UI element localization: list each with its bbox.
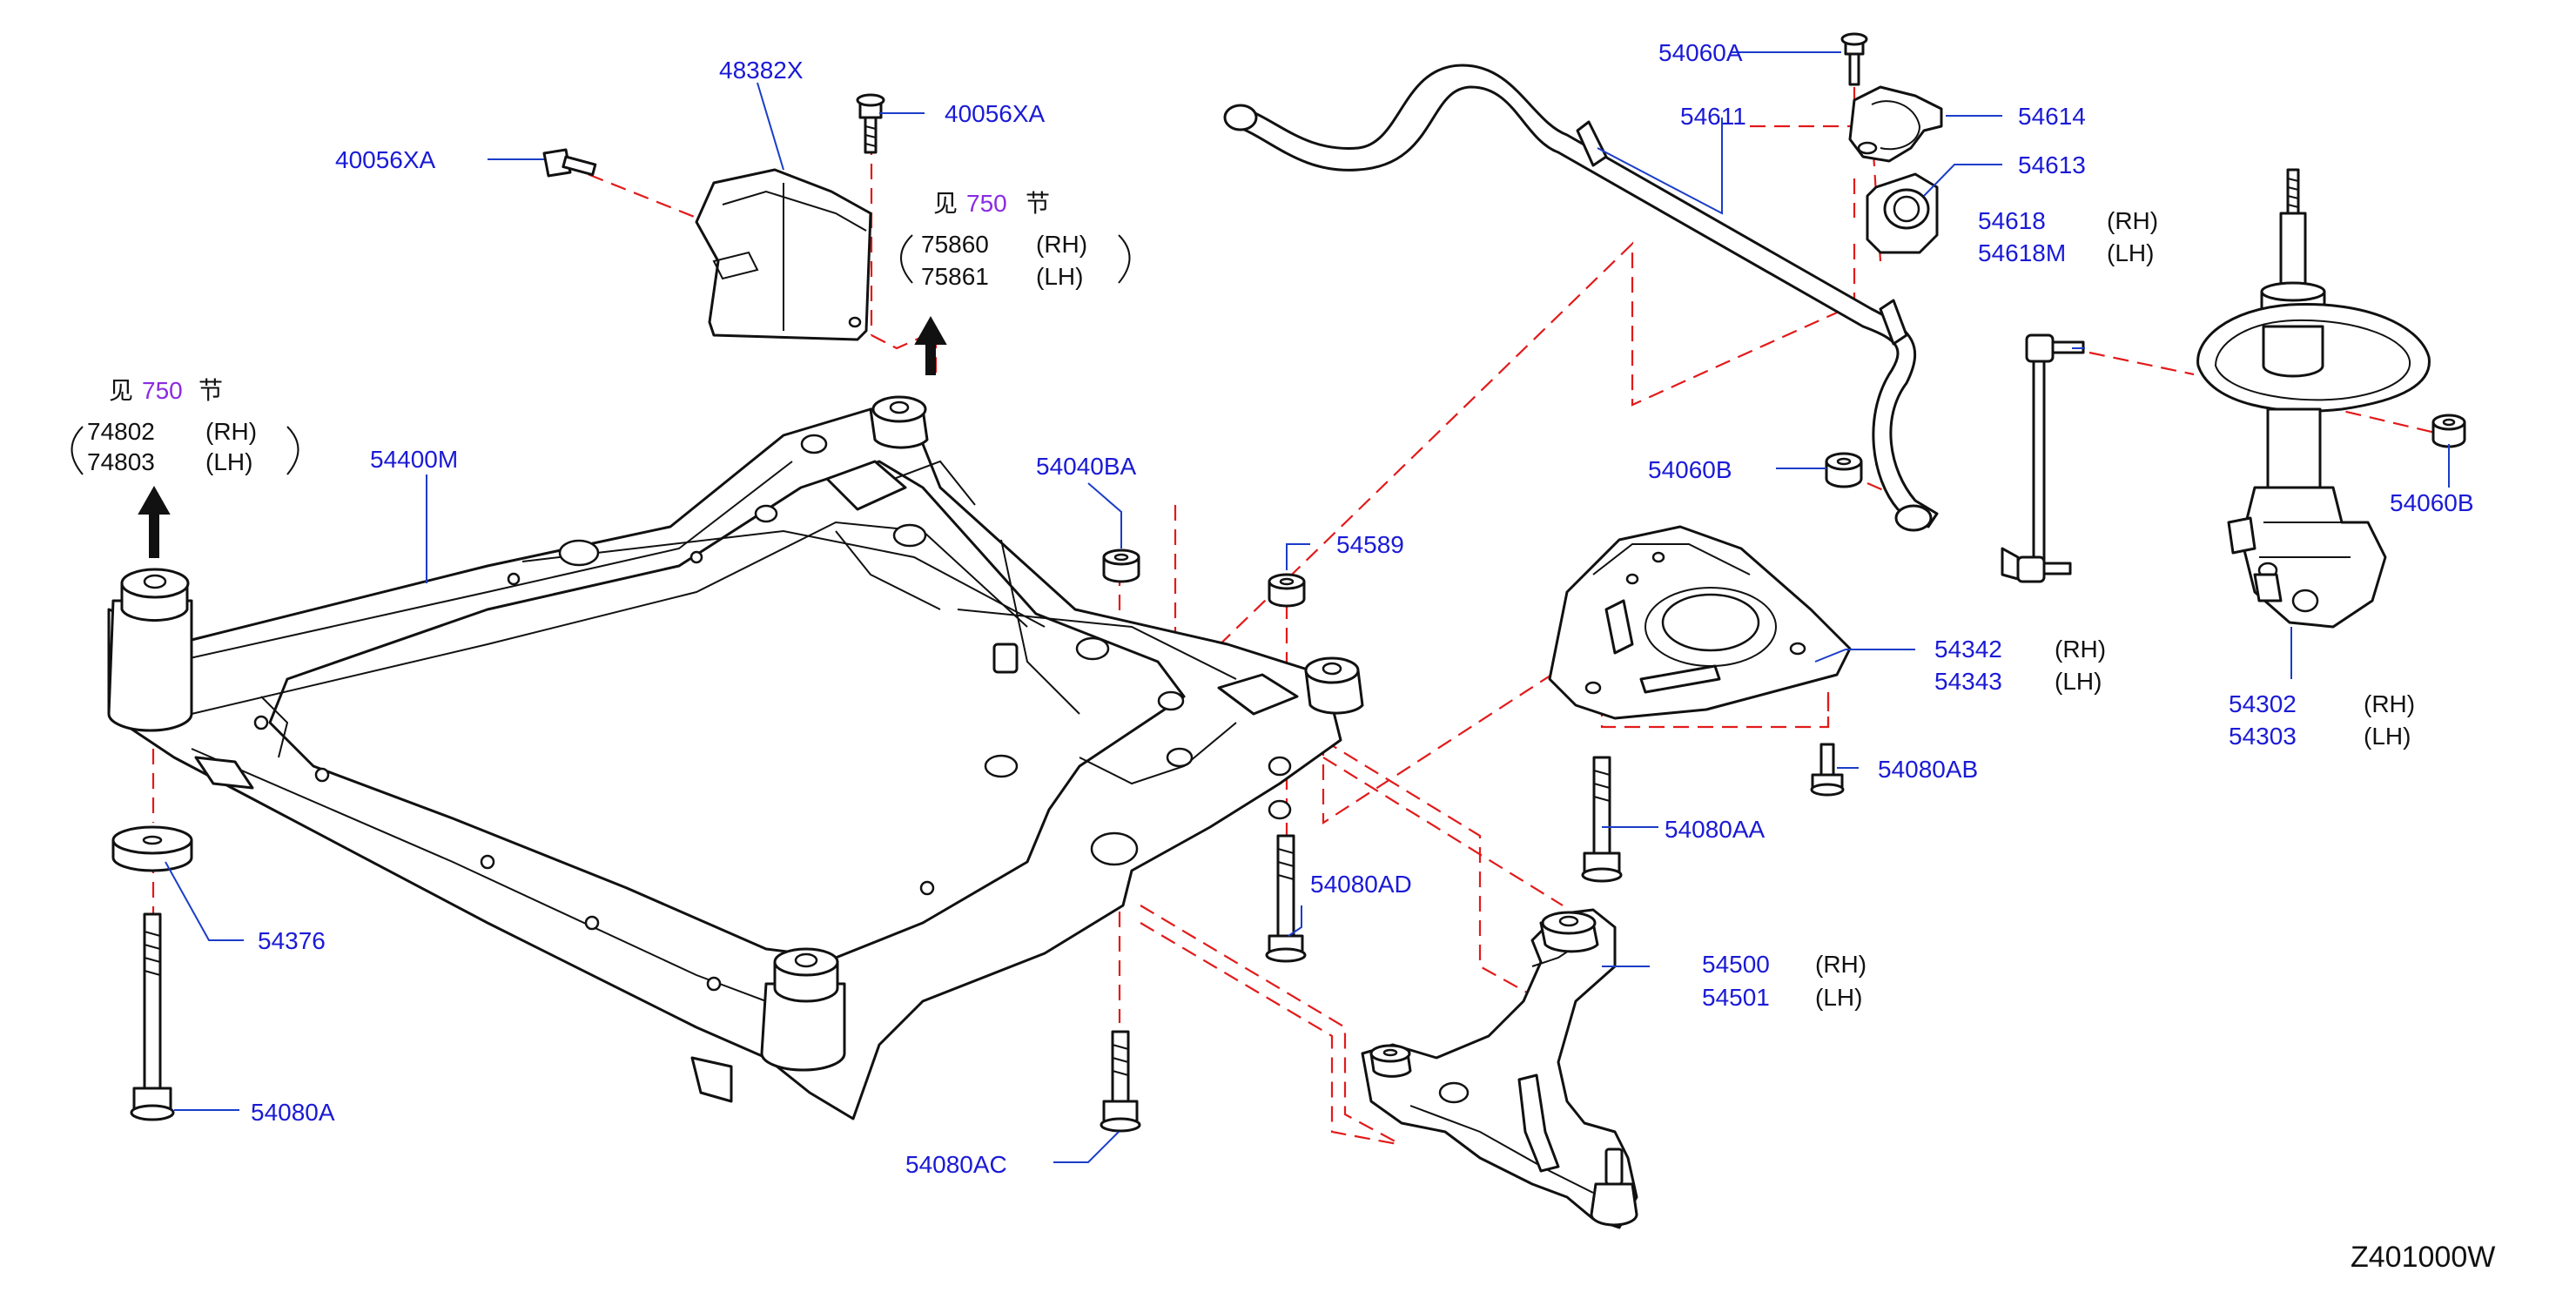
stabilizer-bar-54611	[1223, 64, 1939, 532]
label-54303-side: (LH)	[2364, 723, 2411, 750]
ref-top-section: 750	[966, 190, 1007, 217]
subframe-54400M	[107, 395, 1364, 1120]
label-54302: 54302	[2229, 690, 2297, 717]
label-54618M: 54618M	[1978, 239, 2066, 266]
bracket-54342	[1548, 525, 1852, 720]
ref-left-part-rh: 74802	[87, 418, 155, 445]
label-54501: 54501	[1702, 984, 1770, 1011]
reference-block-left: 见 750 节 74802 (RH) 74803 (LH)	[71, 377, 299, 475]
label-54302-side: (RH)	[2364, 690, 2415, 717]
nut-54060B-right	[2431, 414, 2466, 448]
label-54303: 54303	[2229, 723, 2297, 750]
bolt-40056XA-left	[542, 148, 597, 178]
ref-top-suffix: 节	[1026, 190, 1050, 217]
label-54080AC: 54080AC	[905, 1151, 1007, 1178]
nut-54060B-mid	[1825, 452, 1863, 488]
label-40056XA-left: 40056XA	[335, 146, 436, 173]
bracket-48382X	[695, 168, 872, 341]
label-54618: 54618	[1978, 207, 2046, 234]
label-54080AD: 54080AD	[1310, 871, 1412, 898]
label-54060A: 54060A	[1658, 39, 1743, 66]
label-54618M-side: (LH)	[2107, 239, 2154, 266]
ref-left-section: 750	[142, 377, 183, 404]
diagram-code: Z401000W	[2351, 1241, 2495, 1274]
label-54343-side: (LH)	[2055, 668, 2102, 695]
strut-54302	[2196, 168, 2431, 629]
label-54060B-right: 54060B	[2390, 489, 2474, 516]
washer-54376	[111, 825, 193, 872]
label-48382X: 48382X	[719, 57, 804, 84]
bolt-54080A	[130, 912, 175, 1121]
lower-control-arm-54500	[1361, 908, 1638, 1229]
ref-left-side-lh: (LH)	[205, 448, 252, 475]
label-54618-side: (RH)	[2107, 207, 2158, 234]
ref-top-part-lh: 75861	[921, 263, 989, 290]
label-54040BA: 54040BA	[1036, 453, 1137, 480]
stabilizer-link-54618	[2001, 333, 2085, 583]
ref-left-prefix: 见	[109, 377, 133, 404]
label-54080AA: 54080AA	[1665, 816, 1766, 843]
ref-left-suffix: 节	[198, 377, 223, 404]
label-54060B-mid: 54060B	[1648, 456, 1732, 483]
bushing-54613	[1866, 172, 1939, 254]
label-54343: 54343	[1934, 668, 2002, 695]
bolt-54060A	[1840, 32, 1868, 86]
bolt-54080AC	[1100, 1030, 1141, 1133]
label-54376: 54376	[258, 927, 326, 954]
label-54080A: 54080A	[251, 1099, 335, 1126]
label-54589: 54589	[1336, 531, 1404, 558]
label-54500-side: (RH)	[1815, 951, 1866, 978]
bolt-54080AD	[1265, 834, 1307, 963]
reference-block-top: 见 750 节 75860 (RH) 75861 (LH)	[900, 190, 1131, 290]
ref-top-prefix: 见	[933, 190, 958, 217]
ref-top-part-rh: 75860	[921, 231, 989, 258]
bolt-54080AB	[1810, 743, 1845, 797]
nut-54589	[1268, 573, 1306, 608]
nut-54040BA	[1102, 548, 1140, 583]
label-54342-side: (RH)	[2055, 636, 2106, 663]
label-54613: 54613	[2018, 151, 2086, 178]
leader-lines	[165, 51, 2450, 1163]
part-labels: 48382X 40056XA 40056XA 54400M 54040BA 54…	[251, 39, 2474, 1178]
ref-top-side-lh: (LH)	[1036, 263, 1083, 290]
label-54611: 54611	[1680, 103, 1746, 130]
label-54342: 54342	[1934, 636, 2002, 663]
label-54614: 54614	[2018, 103, 2086, 130]
label-54080AB: 54080AB	[1878, 756, 1978, 783]
ref-top-side-rh: (RH)	[1036, 231, 1087, 258]
label-54500: 54500	[1702, 951, 1770, 978]
label-54400M: 54400M	[370, 446, 458, 473]
label-54501-side: (LH)	[1815, 984, 1862, 1011]
bolt-54080AA	[1581, 756, 1623, 883]
ref-left-side-rh: (RH)	[205, 418, 257, 445]
ref-left-part-lh: 74803	[87, 448, 155, 475]
clamp-54614	[1848, 85, 1943, 163]
bolt-40056XA-top	[856, 93, 885, 154]
label-40056XA-top: 40056XA	[945, 100, 1046, 127]
reference-arrows	[138, 315, 947, 558]
